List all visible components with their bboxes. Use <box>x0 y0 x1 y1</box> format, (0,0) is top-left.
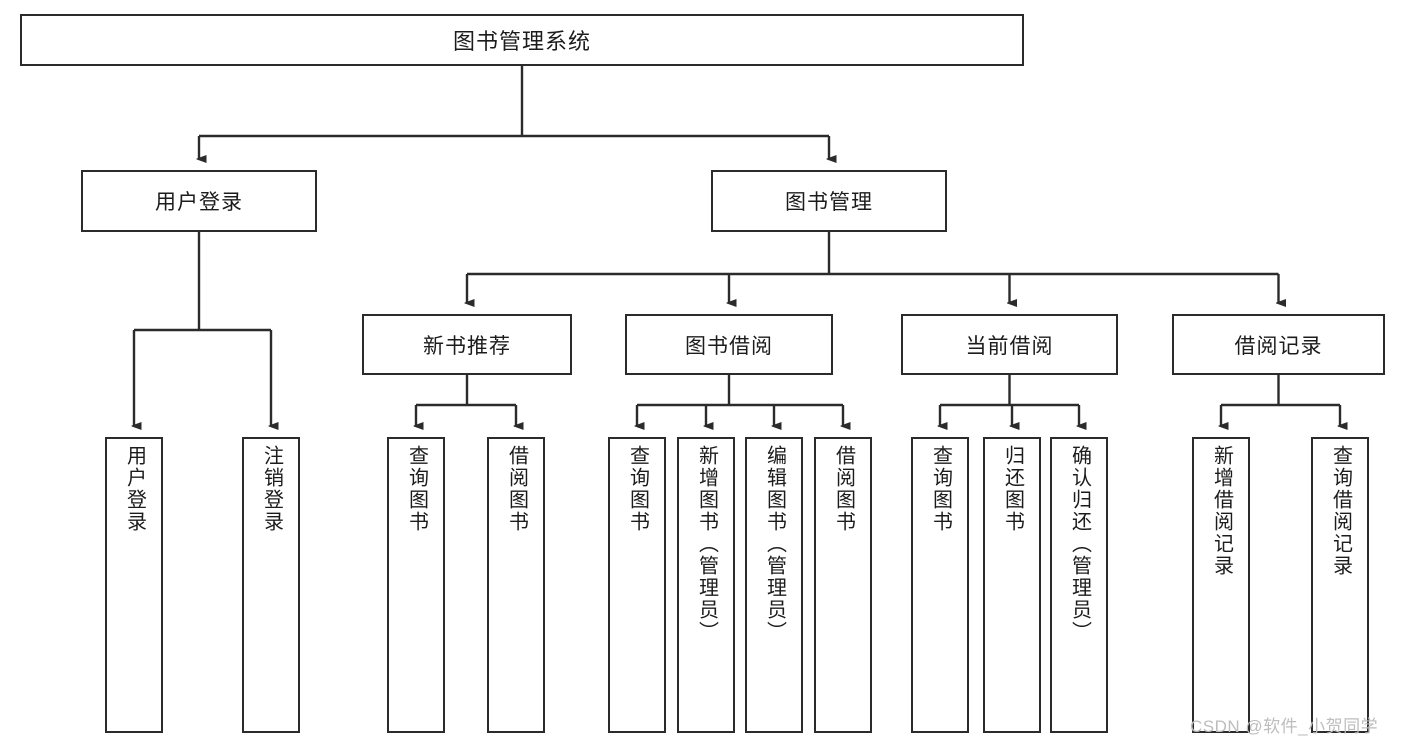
node-leaf-borrow-book-2: 借阅图书 <box>814 437 872 733</box>
node-label: 当前借阅 <box>965 334 1054 358</box>
node-leaf-user-login: 用户登录 <box>105 437 163 733</box>
node-label: 借阅记录 <box>1234 334 1323 358</box>
node-book-manage: 图书管理 <box>711 170 947 232</box>
node-leaf-query-book-2: 查询图书 <box>608 437 666 733</box>
node-label: 确认归还（管理员） <box>1068 445 1091 643</box>
node-leaf-user-logout: 注销登录 <box>242 437 300 733</box>
node-root: 图书管理系统 <box>20 14 1024 66</box>
node-leaf-confirm-return: 确认归还（管理员） <box>1050 437 1108 733</box>
node-user-login: 用户登录 <box>81 170 317 232</box>
node-label: 借阅图书 <box>832 445 855 533</box>
node-leaf-query-book-1: 查询图书 <box>387 437 445 733</box>
node-leaf-query-record: 查询借阅记录 <box>1311 437 1369 733</box>
node-label: 借阅图书 <box>505 445 528 533</box>
node-label: 图书借阅 <box>685 334 773 358</box>
node-label: 图书管理 <box>785 191 873 214</box>
node-new-book-rec: 新书推荐 <box>362 314 572 375</box>
node-leaf-query-book-3: 查询图书 <box>911 437 969 733</box>
node-label: 查询图书 <box>626 445 649 533</box>
node-leaf-add-record: 新增借阅记录 <box>1192 437 1250 733</box>
node-label: 归还图书 <box>1001 445 1024 533</box>
node-label: 查询图书 <box>929 445 952 533</box>
node-label: 新增借阅记录 <box>1210 445 1233 577</box>
node-book-borrow: 图书借阅 <box>625 314 833 375</box>
node-label: 查询借阅记录 <box>1329 445 1352 577</box>
node-label: 编辑图书（管理员） <box>763 445 786 643</box>
node-label: 用户登录 <box>123 445 146 533</box>
node-label: 注销登录 <box>260 445 283 533</box>
node-current-borrow: 当前借阅 <box>901 314 1118 375</box>
node-borrow-record: 借阅记录 <box>1172 314 1385 375</box>
node-leaf-borrow-book-1: 借阅图书 <box>487 437 545 733</box>
node-leaf-edit-book: 编辑图书（管理员） <box>745 437 803 733</box>
node-leaf-return-book: 归还图书 <box>983 437 1041 733</box>
node-label: 新增图书（管理员） <box>695 445 718 643</box>
node-label: 查询图书 <box>405 445 428 533</box>
node-label: 新书推荐 <box>423 334 511 358</box>
node-label: 用户登录 <box>155 191 243 214</box>
node-label: 图书管理系统 <box>452 29 591 54</box>
node-leaf-add-book: 新增图书（管理员） <box>677 437 735 733</box>
csdn-watermark: CSDN @软件_小贺同学 <box>1190 717 1379 736</box>
